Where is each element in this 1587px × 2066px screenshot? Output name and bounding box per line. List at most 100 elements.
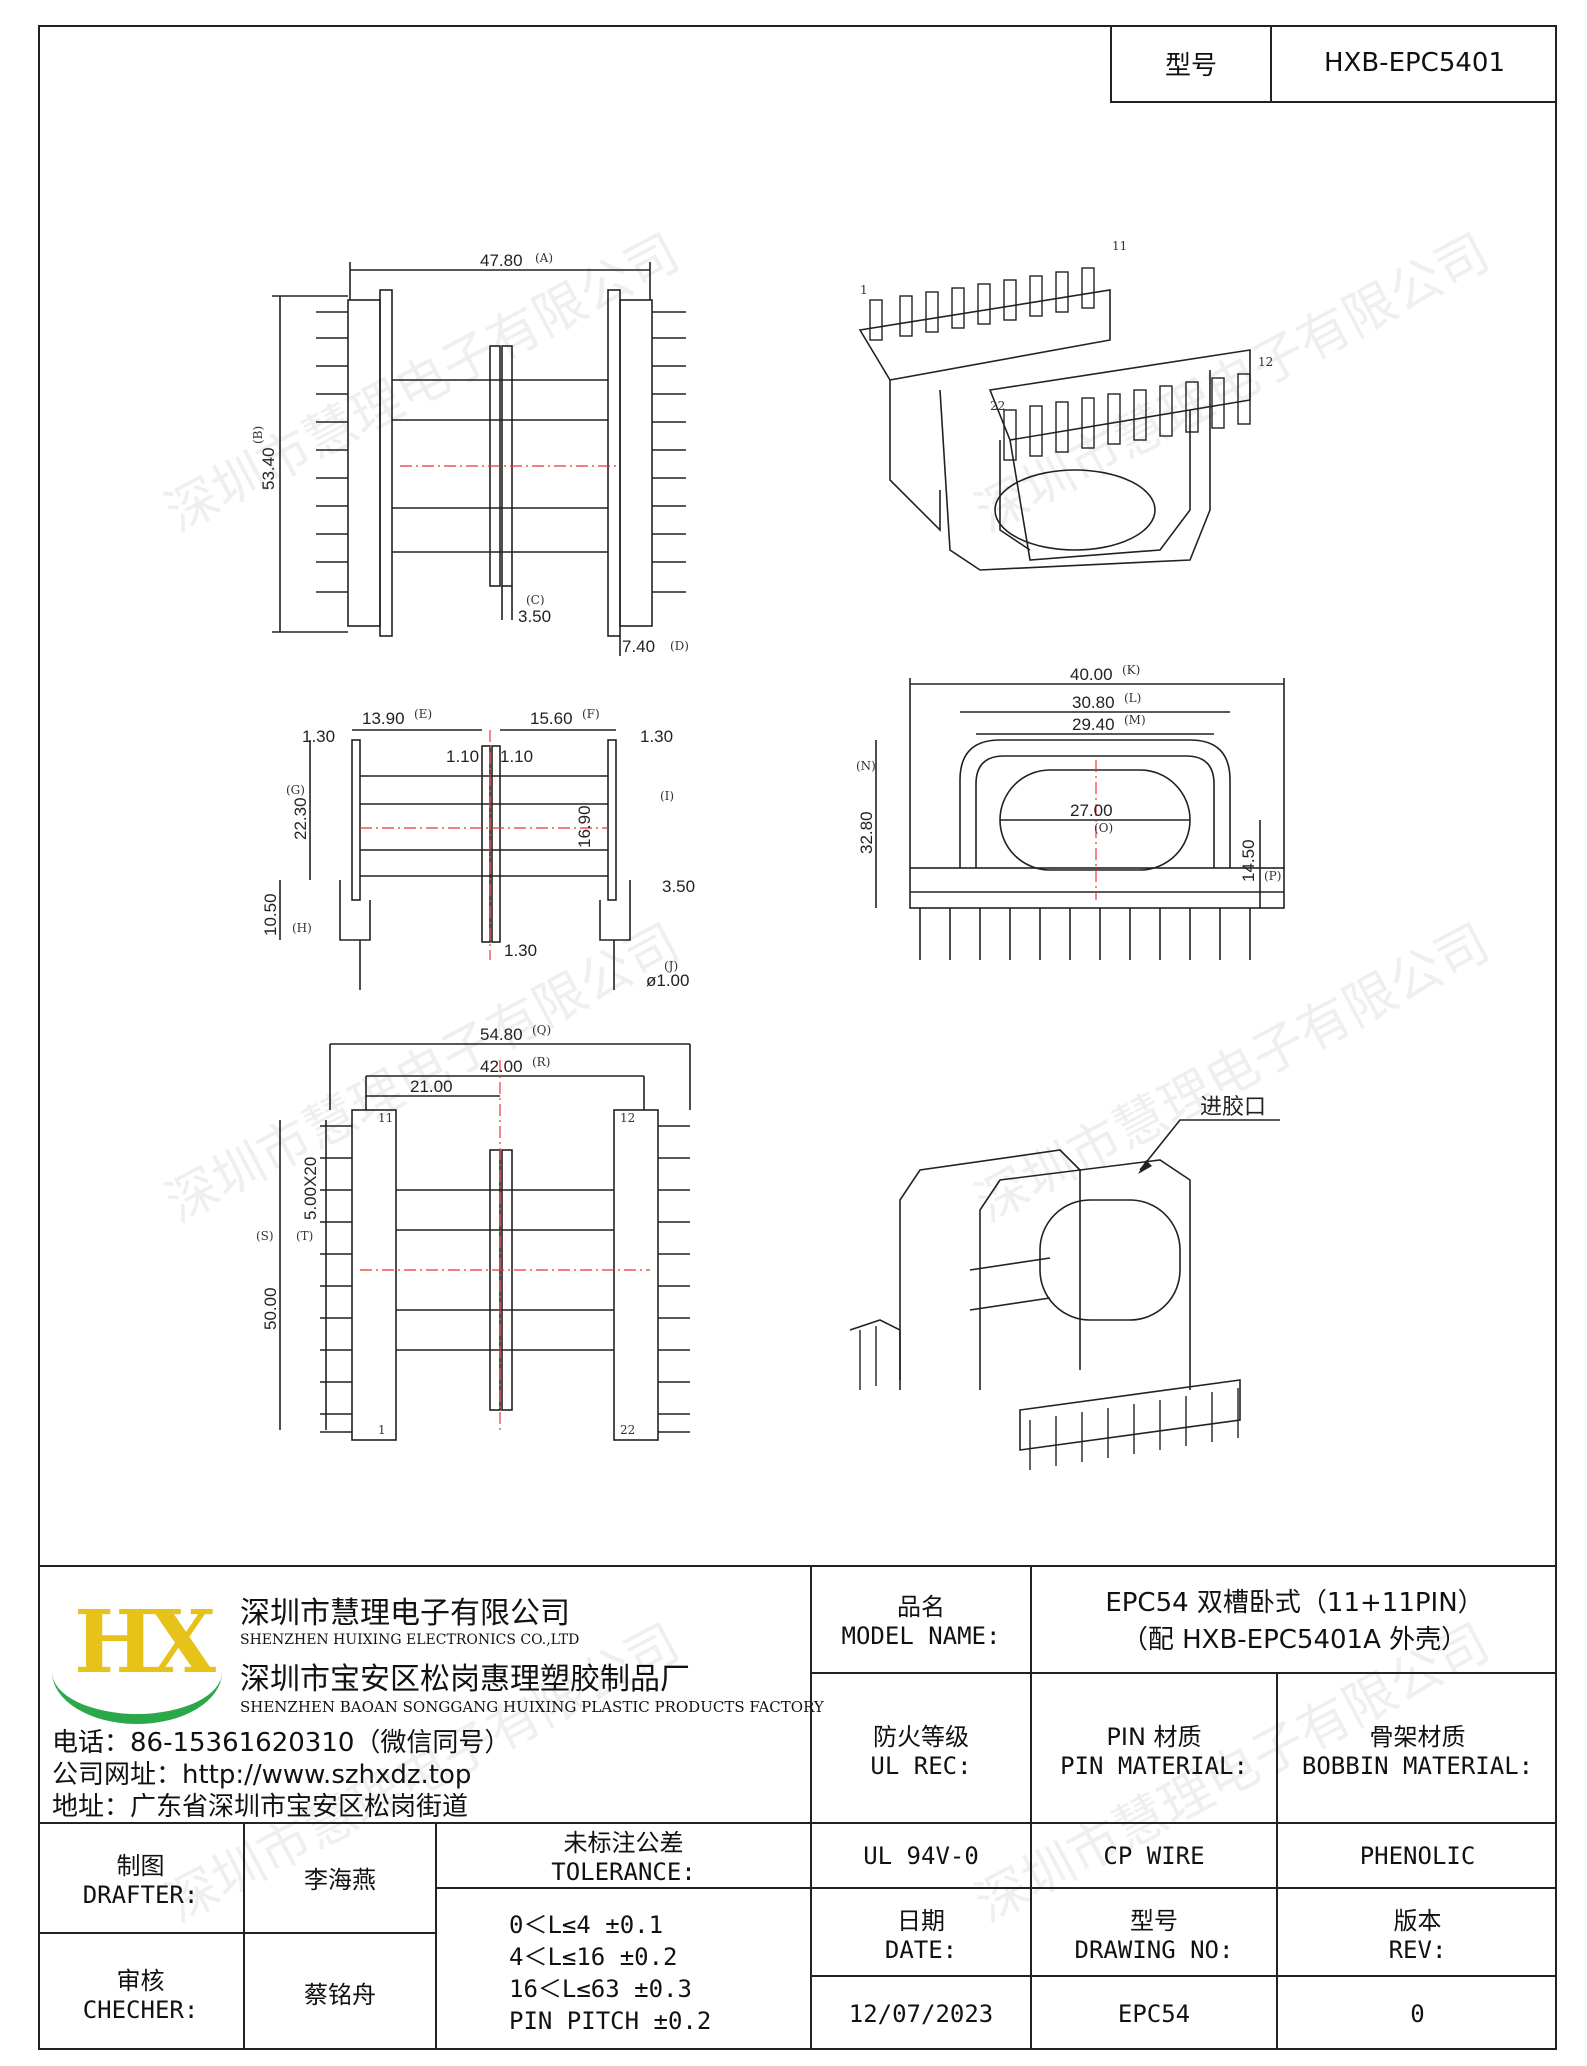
pin-material-en: PIN MATERIAL: xyxy=(1060,1751,1248,1780)
dim-d: 7.40 xyxy=(622,637,655,656)
dim-g: 22.30 xyxy=(291,797,310,840)
bobbin-material-cn: 骨架材质 xyxy=(1369,1722,1466,1751)
company-logo: HX xyxy=(52,1590,222,1724)
end-view: 40.00 (K) 30.80 (L) 29.40 (M) 27.00 (O) … xyxy=(856,663,1285,960)
factory-name-en: SHENZHEN BAOAN SONGGANG HUIXING PLASTIC … xyxy=(240,1698,824,1716)
rev-value: 0 xyxy=(1410,1999,1425,2028)
top-view: 47.80 (A) 53.40 (B) 3.50 (C) 7.40 (D) xyxy=(251,251,689,656)
dim-p: 14.50 xyxy=(1239,839,1258,882)
iso-pin-12: 12 xyxy=(1258,355,1273,369)
dim-l-label: (L) xyxy=(1124,691,1141,705)
dim-a-label: (A) xyxy=(535,251,553,265)
ul-label-cell: 防火等级 UL REC: xyxy=(810,1672,1030,1822)
date-value-cell: 12/07/2023 xyxy=(810,1975,1030,2050)
dim-pin-len: 3.50 xyxy=(662,877,695,896)
bottom-view: 54.80 (Q) 42.00 (R) 21.00 50.00 (S) 5.00… xyxy=(256,1023,691,1441)
iso-pin-22: 22 xyxy=(990,399,1005,413)
dim-m-label: (M) xyxy=(1124,713,1146,727)
model-name-value-2: （配 HXB-EPC5401A 外壳） xyxy=(1121,1624,1468,1655)
model-name-en: MODEL NAME: xyxy=(841,1622,1001,1650)
dim-right-flange: 1.30 xyxy=(640,727,673,746)
model-name-label-cell: 品名 MODEL NAME: xyxy=(810,1565,1030,1672)
dim-mid-r: 1.10 xyxy=(500,747,533,766)
dim-j: ø1.00 xyxy=(646,971,689,990)
dim-e: 13.90 xyxy=(362,709,405,728)
dim-mid-l: 1.10 xyxy=(446,747,479,766)
dim-q-label: (Q) xyxy=(532,1023,551,1037)
iso-pin-11: 11 xyxy=(1112,239,1127,253)
dim-b: 53.40 xyxy=(259,447,278,490)
dim-q: 54.80 xyxy=(480,1025,523,1044)
model-name-value-1: EPC54 双槽卧式（11+11PIN） xyxy=(1105,1587,1484,1618)
iso-view-inlet: 进胶口 xyxy=(849,1095,1280,1470)
dim-i: 16.90 xyxy=(575,805,594,848)
dim-left-flange: 1.30 xyxy=(302,727,335,746)
dim-t: 5.00X20 xyxy=(301,1157,320,1220)
dim-e-label: (E) xyxy=(414,707,432,721)
dim-s-label: (S) xyxy=(256,1229,274,1243)
iso-view-pins: 1 11 12 22 xyxy=(858,239,1273,571)
dim-o: 27.00 xyxy=(1070,801,1113,820)
company-name-cn: 深圳市慧理电子有限公司 xyxy=(240,1596,570,1631)
pin-material-label-cell: PIN 材质 PIN MATERIAL: xyxy=(1030,1672,1276,1822)
dim-o-label: (O) xyxy=(1094,821,1113,835)
drawing-no-cn: 型号 xyxy=(1130,1906,1178,1935)
checker-cn: 审核 xyxy=(116,1966,165,1995)
drafter-name-cell: 李海燕 xyxy=(243,1822,435,1932)
tolerance-row: PIN PITCH ±0.2 xyxy=(509,2007,712,2035)
pin-11-label: 11 xyxy=(378,1111,393,1125)
checker-name-cell: 蔡铭舟 xyxy=(243,1932,435,2050)
date-cn: 日期 xyxy=(897,1906,945,1935)
dim-d-label: (D) xyxy=(670,639,689,653)
inlet-label: 进胶口 xyxy=(1200,1095,1266,1120)
dim-t-label: (T) xyxy=(296,1229,313,1243)
rev-label-cell: 版本 REV: xyxy=(1276,1887,1557,1975)
model-label-cell: 型号 xyxy=(1110,25,1270,103)
dim-n-label: (N) xyxy=(856,759,876,773)
title-block xyxy=(38,1565,1557,2052)
side-view: 13.90 (E) 15.60 (F) 1.30 1.30 1.10 1.10 … xyxy=(261,707,695,990)
pin-value: CP WIRE xyxy=(1103,1841,1205,1870)
checker-name: 蔡铭舟 xyxy=(304,1980,376,2009)
model-name-cn: 品名 xyxy=(897,1593,945,1621)
bobbin-value-cell: PHENOLIC xyxy=(1276,1822,1557,1887)
tolerance-label-cell: 未标注公差 TOLERANCE: xyxy=(435,1822,810,1887)
tolerance-en: TOLERANCE: xyxy=(551,1858,696,1886)
logo-arc xyxy=(52,1620,222,1724)
date-value: 12/07/2023 xyxy=(848,1999,994,2028)
model-name-value-cell: EPC54 双槽卧式（11+11PIN） （配 HXB-EPC5401A 外壳） xyxy=(1030,1565,1557,1672)
bobbin-value: PHENOLIC xyxy=(1359,1841,1476,1870)
dim-r: 42.00 xyxy=(480,1057,523,1076)
dim-half: 21.00 xyxy=(410,1077,453,1096)
bobbin-material-label-cell: 骨架材质 BOBBIN MATERIAL: xyxy=(1276,1672,1557,1822)
dim-h-label: (H) xyxy=(292,921,312,935)
tolerance-row: 0＜L≤4 ±0.1 xyxy=(509,1911,664,1939)
factory-name-cn: 深圳市宝安区松岗惠理塑胶制品厂 xyxy=(240,1662,690,1697)
dim-a: 47.80 xyxy=(480,251,523,270)
model-label: 型号 xyxy=(1164,50,1217,81)
tolerance-row: 4＜L≤16 ±0.2 xyxy=(509,1943,678,1971)
company-address: 地址：广东省深圳市宝安区松岗街道 xyxy=(52,1792,469,1822)
date-label-cell: 日期 DATE: xyxy=(810,1887,1030,1975)
dim-c-label: (C) xyxy=(526,593,545,607)
dim-j-label: (J) xyxy=(664,959,678,973)
ul-value-cell: UL 94V-0 xyxy=(810,1822,1030,1887)
pin-12-label: 12 xyxy=(620,1111,635,1125)
iso-pin-1: 1 xyxy=(860,283,868,297)
drawing-no-label-cell: 型号 DRAWING NO: xyxy=(1030,1887,1276,1975)
ul-value: UL 94V-0 xyxy=(863,1841,979,1870)
drawing-frame xyxy=(38,25,1557,2050)
tolerance-row: 16＜L≤63 ±0.3 xyxy=(509,1975,692,2003)
ul-cn: 防火等级 xyxy=(873,1722,969,1751)
drafter-en: DRAFTER: xyxy=(82,1880,199,1909)
signoff-divider xyxy=(38,1822,810,1824)
dim-h: 10.50 xyxy=(261,893,280,936)
dim-c: 3.50 xyxy=(518,607,551,626)
dim-center-t: 1.30 xyxy=(504,941,537,960)
checker-en: CHECHER: xyxy=(82,1995,199,2024)
bobbin-material-en: BOBBIN MATERIAL: xyxy=(1301,1751,1534,1780)
drawing-no-value: EPC54 xyxy=(1117,1999,1191,2028)
dim-n: 32.80 xyxy=(857,811,876,854)
drafter-cn: 制图 xyxy=(116,1851,165,1880)
dim-s: 50.00 xyxy=(261,1287,280,1330)
